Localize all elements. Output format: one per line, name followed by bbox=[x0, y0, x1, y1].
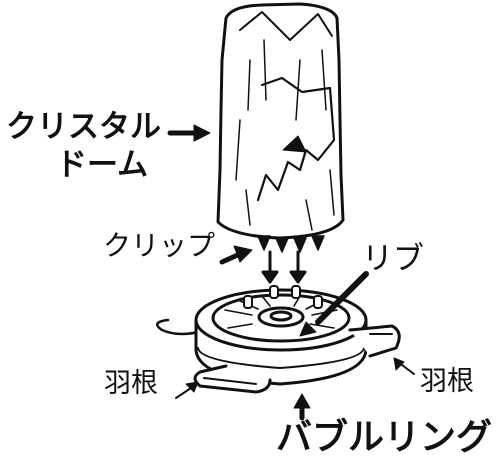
down-arrows bbox=[261, 250, 307, 284]
arrow-crystal-dome bbox=[167, 124, 211, 142]
label-crystal-dome-line2: ドーム bbox=[56, 147, 149, 183]
label-fin-right: 羽根 bbox=[420, 366, 474, 397]
clip-teeth bbox=[257, 235, 325, 253]
arrow-fin-left bbox=[175, 381, 199, 399]
label-crystal-dome-line1: クリスタル bbox=[6, 109, 161, 145]
label-rib: リブ bbox=[362, 241, 424, 277]
fin-right bbox=[348, 324, 401, 358]
label-bubble-ring: バブルリング bbox=[276, 417, 493, 458]
arrow-rib bbox=[299, 271, 369, 337]
arrow-fin-right bbox=[393, 357, 415, 375]
crystal-dome bbox=[216, 2, 345, 240]
bubble-ring bbox=[155, 285, 368, 386]
fin-left bbox=[193, 364, 272, 394]
label-fin-left: 羽根 bbox=[104, 368, 158, 399]
label-clip: クリップ bbox=[103, 229, 216, 262]
arrow-bubble-ring bbox=[293, 393, 311, 421]
arrow-clip bbox=[219, 245, 253, 265]
